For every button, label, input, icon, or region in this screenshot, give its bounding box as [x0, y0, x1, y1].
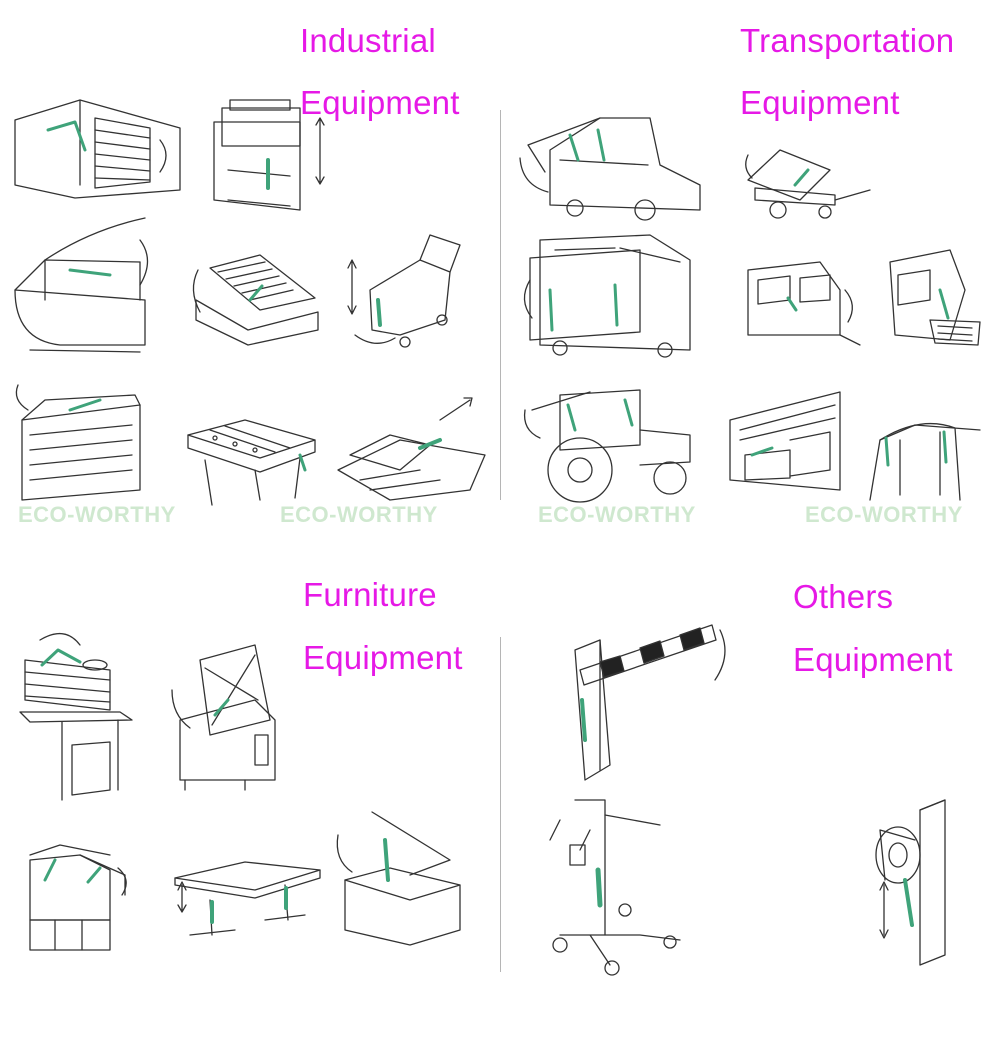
illustration-rotating-wheel-mount: [876, 800, 945, 965]
illustration-foosball-table: [188, 420, 315, 505]
illustration-cooking-kettle: [172, 645, 275, 790]
illustration-dump-trailer: [746, 150, 870, 218]
illustration-wall-cabinet: [30, 845, 126, 950]
watermark-3: ECO-WORTHY: [538, 502, 696, 527]
illustration-wall-lamp-desk: [20, 634, 132, 800]
transportation-heading-line1: Transportation: [740, 22, 955, 59]
divider-top: [500, 110, 501, 500]
illustration-storage-bed: [193, 255, 318, 345]
others-heading-line2: Equipment: [793, 641, 953, 678]
illustration-adjustable-table: [175, 862, 320, 935]
watermark-2: ECO-WORTHY: [280, 502, 438, 527]
watermark-4: ECO-WORTHY: [805, 502, 963, 527]
illustration-tractor-cab: [525, 390, 690, 502]
illustration-food-truck-awning: [520, 118, 700, 220]
illustration-bus-door: [524, 235, 690, 357]
others-heading-line1: Others: [793, 578, 894, 615]
illustration-camper-window: [748, 262, 860, 345]
illustration-floor-scrubber: [348, 235, 460, 347]
furniture-heading-line2: Equipment: [303, 639, 463, 676]
watermark-1: ECO-WORTHY: [18, 502, 176, 527]
transportation-heading-line2: Equipment: [740, 84, 900, 121]
furniture-heading-line1: Furniture: [303, 576, 437, 613]
illustration-floor-hatch: [337, 812, 460, 945]
illustration-display-cabinet: [15, 218, 148, 352]
illustration-parking-barrier: [575, 625, 725, 780]
illustration-ventilation-hatch: [16, 385, 140, 500]
illustration-roll-up-door: [15, 100, 180, 198]
divider-bottom: [500, 637, 501, 972]
illustration-adjustable-platform: [338, 398, 485, 500]
illustration-car-roof: [870, 424, 980, 500]
illustration-rv-door-step: [890, 250, 980, 345]
illustration-lifting-table: [214, 100, 324, 210]
industrial-heading-line2: Equipment: [300, 84, 460, 121]
industrial-heading-line1: Industrial: [300, 22, 436, 59]
illustration-bus-luggage-hatch: [730, 392, 840, 490]
illustration-patient-lift: [550, 800, 680, 975]
